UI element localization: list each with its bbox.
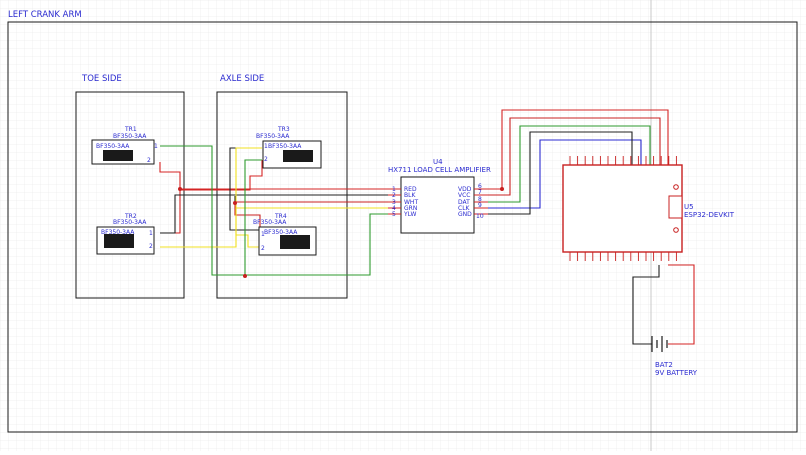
gauge-pin-2: 2 (147, 157, 151, 164)
junction-dot (500, 187, 504, 191)
gauge-part: BF350-3AA (113, 133, 147, 140)
pin-number: 8 (478, 196, 482, 203)
gauge-body-label: BF350-3AA (101, 229, 135, 236)
battery[interactable]: BAT2 9V BATTERY (651, 336, 698, 377)
sheet-frame (7, 21, 798, 433)
gauge-tr1[interactable]: TR1 BF350-3AA BF350-3AA 1 2 (91, 126, 158, 165)
pin-name: RED (404, 186, 417, 193)
pin-name: CLK (458, 205, 471, 212)
pin-number: 6 (478, 183, 482, 190)
pin-number: 7 (478, 189, 482, 196)
toe-side-label: TOE SIDE (81, 74, 122, 84)
gauge-body-label: BF350-3AA (264, 229, 298, 236)
wire-red-axle (180, 160, 263, 191)
pin-number: 2 (392, 192, 396, 199)
pin-name: DAT (458, 199, 470, 206)
pin-number: 10 (476, 213, 484, 220)
gauge-part: BF350-3AA (113, 219, 147, 226)
hx711-amplifier[interactable]: U4 HX711 LOAD CELL AMPLIFIER 1 2 3 4 5 R… (388, 158, 491, 234)
wire-clk-blue (474, 139, 642, 209)
gauge-pin-1: 1 (261, 231, 265, 238)
gauge-part: BF350-3AA (253, 219, 287, 226)
mcu-name: ESP32-DEVKIT (684, 211, 735, 219)
gauge-pin-2: 2 (261, 245, 265, 252)
gauge-element (104, 234, 134, 248)
amplifier-left-pins: 1 2 3 4 5 RED BLK WHT GRN YLW (388, 186, 418, 218)
gauge-tr4[interactable]: TR4 BF350-3AA BF350-3AA 1 2 (253, 213, 317, 256)
junction-dot (178, 187, 182, 191)
wires (159, 109, 695, 345)
amplifier-name: HX711 LOAD CELL AMPLIFIER (388, 166, 491, 174)
pin-number: 3 (392, 199, 396, 206)
pin-name: YLW (403, 211, 416, 218)
gauge-element (280, 235, 310, 249)
gauge-part: BF350-3AA (256, 133, 290, 140)
gauge-ref: TR2 (124, 213, 137, 220)
gauge-ref: TR4 (274, 213, 287, 220)
pin-name: GRN (404, 205, 417, 212)
wire-green-1 (160, 145, 400, 276)
wire-vdd-red (474, 109, 669, 190)
gauge-ref: TR3 (277, 126, 290, 133)
pin-name: BLK (404, 192, 416, 199)
pin-name: WHT (404, 199, 418, 206)
pin-number: 5 (392, 211, 396, 218)
junction-dot (233, 201, 237, 205)
wire-darkred-left (234, 201, 400, 230)
amplifier-right-pins: VDD VCC DAT CLK GND 6 7 8 9 10 (458, 183, 488, 220)
wire-vcc-red (474, 117, 661, 196)
battery-name: 9V BATTERY (655, 369, 698, 377)
pin-number: 1 (392, 186, 396, 193)
gauge-tr3[interactable]: TR3 BF350-3AA BF350-3AA 1 2 (256, 126, 322, 169)
wire-green-2 (244, 159, 262, 276)
wire-gnd-black (474, 131, 633, 215)
wire-yellow-1 (235, 147, 400, 209)
gauge-pin-2: 2 (264, 156, 268, 163)
gauge-pin-2: 2 (149, 243, 153, 250)
amplifier-body (400, 176, 475, 234)
wire-bat-neg (632, 265, 660, 345)
mcu-ref: U5 (684, 203, 694, 211)
junctions (178, 187, 504, 278)
gauge-body-label: BF350-3AA (268, 143, 302, 150)
axle-side-label: AXLE SIDE (220, 74, 264, 84)
mcu-usb-port (668, 195, 683, 219)
wire-black-toe (160, 194, 400, 234)
amplifier-ref: U4 (433, 158, 443, 166)
wire-dat-green (474, 125, 651, 203)
wire-yellow-3 (235, 208, 260, 248)
junction-dot (243, 274, 247, 278)
mcu-body (562, 164, 683, 253)
gauge-element (283, 150, 313, 162)
mcu-mount-hole (673, 184, 679, 190)
mcu-mount-hole (673, 227, 679, 233)
pin-number: 4 (392, 205, 396, 212)
pin-name: VDD (458, 186, 472, 193)
sheet-title: LEFT CRANK ARM (8, 10, 82, 20)
gauge-pin-1: 1 (264, 143, 268, 150)
battery-ref: BAT2 (655, 361, 673, 369)
pin-name: GND (458, 211, 472, 218)
gauge-pin-1: 1 (149, 230, 153, 237)
pin-name: VCC (458, 192, 470, 199)
pin-number: 9 (478, 202, 482, 209)
gauge-pin-1: 1 (154, 143, 158, 150)
gauge-body-label: BF350-3AA (96, 143, 130, 150)
gauge-element (103, 150, 133, 161)
gauge-ref: TR1 (124, 126, 137, 133)
gauge-tr2[interactable]: TR2 BF350-3AA BF350-3AA 1 2 (96, 213, 155, 255)
esp32-devkit[interactable]: D23TX0RX0D22D21D19D18D5TX2RX2D4D2D15GND3… (562, 156, 735, 261)
wire-bat-pos (668, 264, 695, 345)
